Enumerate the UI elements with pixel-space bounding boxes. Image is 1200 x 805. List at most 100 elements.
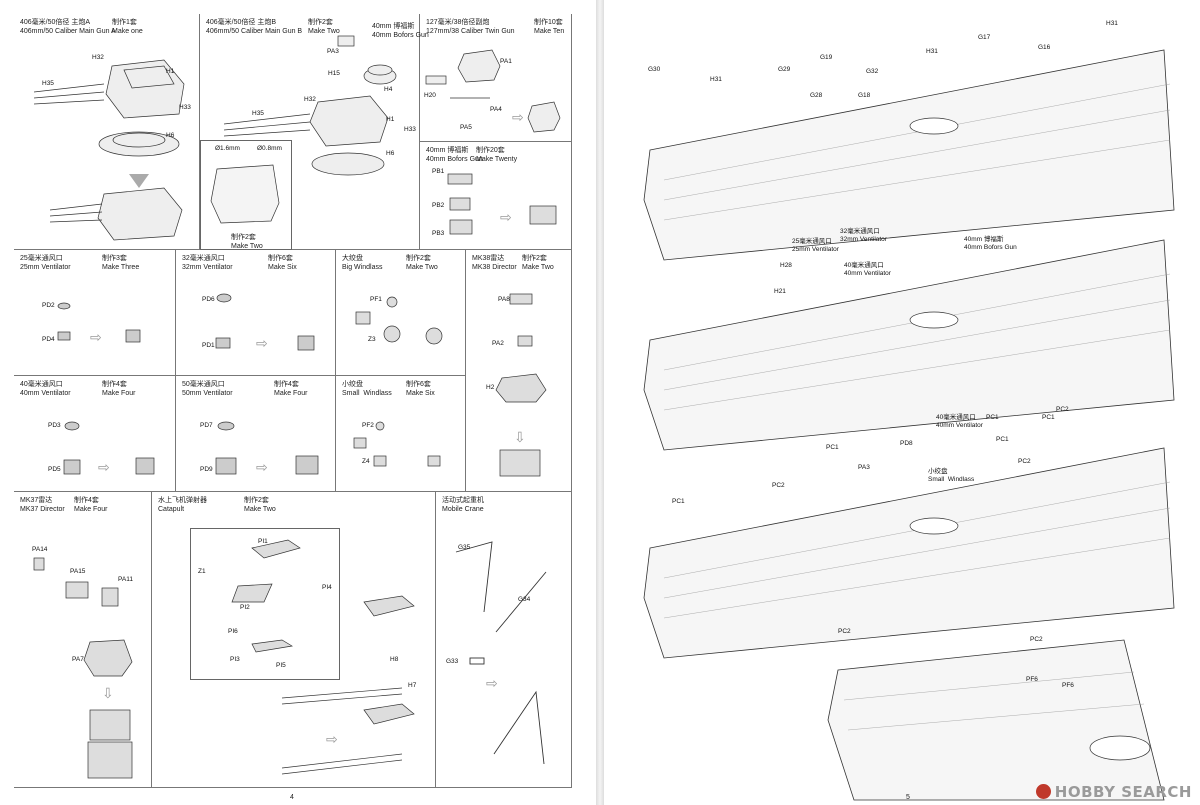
vent-drawing: ⇨ bbox=[57, 302, 141, 345]
part-label: H33 bbox=[404, 126, 416, 133]
panel-title: 50毫米通风口 50mm Ventilator bbox=[182, 381, 233, 397]
part-label: H32 bbox=[92, 54, 104, 61]
part-label: H20 bbox=[424, 92, 436, 99]
panel-twin-gun: 127毫米/38倍径副炮 127mm/38 Caliber Twin Gun 制… bbox=[420, 14, 572, 142]
part-label: G33 bbox=[446, 658, 459, 665]
callout-label: PC1 bbox=[996, 436, 1009, 443]
part-label: PA5 bbox=[460, 124, 472, 131]
callout-label: H31 bbox=[926, 48, 938, 55]
panel-title: 32毫米通风口 32mm Ventilator bbox=[182, 255, 233, 271]
part-label: H32 bbox=[304, 96, 316, 103]
panel-make-count: 制作4套 Make Four bbox=[74, 497, 108, 513]
instruction-page-right: G30 H31 G29 G19 G28 G18 G32 H31 G17 G16 … bbox=[604, 0, 1200, 805]
part-label: PA1 bbox=[500, 58, 512, 65]
svg-text:⇩: ⇩ bbox=[514, 429, 526, 445]
drill-size-label: Ø1.6mm bbox=[215, 145, 240, 152]
mk37-drawing: ⇩ bbox=[33, 557, 133, 779]
watermark-logo-icon bbox=[1035, 784, 1051, 799]
panel-vent-25mm: 25毫米通风口 25mm Ventilator 制作3套 Make Three … bbox=[14, 250, 176, 376]
part-label: PB2 bbox=[432, 202, 445, 209]
panel-small-windlass: 小绞盘 Small Windlass 制作6套 Make Six PF2 Z4 bbox=[336, 376, 466, 492]
callout-label: PC1 bbox=[826, 444, 839, 451]
panel-mk37: MK37雷达 MK37 Director 制作4套 Make Four ⇩ PA… bbox=[14, 492, 152, 788]
part-label: PA7 bbox=[72, 656, 84, 663]
part-label: PD4 bbox=[42, 336, 55, 343]
part-label: G34 bbox=[518, 596, 531, 603]
watermark-text: HOBBY SEARCH bbox=[1054, 783, 1192, 801]
part-label: PA8 bbox=[498, 296, 510, 303]
callout-label: H31 bbox=[710, 76, 722, 83]
callout-label: PA3 bbox=[858, 464, 870, 471]
panel-make-count: 制作6套 Make Six bbox=[268, 255, 297, 271]
panel-main-gun-a: 406毫米/50倍径 主炮A 406mm/50 Caliber Main Gun… bbox=[14, 14, 200, 250]
part-label: PA14 bbox=[32, 546, 48, 553]
part-label: PF1 bbox=[370, 296, 382, 303]
part-label: PD5 bbox=[48, 466, 61, 473]
svg-text:⇨: ⇨ bbox=[512, 109, 524, 125]
panel-vent-40mm: 40毫米通风口 40mm Ventilator 制作4套 Make Four ⇨… bbox=[14, 376, 176, 492]
page-number: 4 bbox=[290, 794, 294, 801]
part-label: PI2 bbox=[240, 604, 250, 611]
callout-label: 40毫米通风口 40mm Ventilator bbox=[936, 414, 983, 429]
panel-make-count: 制作2套 Make Two bbox=[522, 255, 554, 271]
vent-drawing: ⇨ bbox=[215, 421, 319, 475]
panel-make-count: 制作3套 Make Three bbox=[102, 255, 140, 271]
callout-label: G29 bbox=[778, 66, 791, 73]
svg-text:⇨: ⇨ bbox=[500, 209, 512, 225]
panel-title: MK38雷达 MK38 Director bbox=[472, 255, 517, 271]
part-label: PI4 bbox=[322, 584, 332, 591]
part-label: PI5 bbox=[276, 662, 286, 669]
callout-label: PF6 bbox=[1062, 682, 1074, 689]
crane-drawing: ⇨ bbox=[455, 541, 547, 765]
panel-title: 小绞盘 Small Windlass bbox=[342, 381, 392, 397]
part-label: PD7 bbox=[200, 422, 213, 429]
panel-title: 406毫米/50倍径 主炮A 406mm/50 Caliber Main Gun… bbox=[20, 19, 116, 35]
svg-text:⇨: ⇨ bbox=[98, 459, 110, 475]
callout-label: 小绞盘 Small Windlass bbox=[928, 468, 975, 483]
callout-label: G30 bbox=[648, 66, 661, 73]
panel-mk38: MK38雷达 MK38 Director 制作2套 Make Two ⇩ PA8… bbox=[466, 250, 572, 492]
twin-gun-drawing: ⇨ bbox=[425, 49, 561, 133]
callout-label: PD8 bbox=[900, 440, 913, 447]
panel-make-count: 制作2套 Make Two bbox=[244, 497, 276, 513]
drill-inset: Ø1.6mm Ø0.8mm 制作2套 Make Two bbox=[200, 140, 292, 250]
svg-text:⇨: ⇨ bbox=[256, 335, 268, 351]
part-label: PF2 bbox=[362, 422, 374, 429]
part-label: H15 bbox=[328, 70, 340, 77]
part-label: H2 bbox=[486, 384, 495, 391]
part-label: Z4 bbox=[362, 458, 370, 465]
callout-label: PC2 bbox=[1030, 636, 1043, 643]
part-label: H8 bbox=[390, 656, 399, 663]
panel-make-count: 制作4套 Make Four bbox=[274, 381, 308, 397]
windlass-drawing bbox=[355, 296, 443, 345]
callout-label: H31 bbox=[1106, 20, 1118, 27]
panel-make-count: 制作2套 Make Two bbox=[406, 255, 438, 271]
panel-catapult: 水上飞机弹射器 Catapult 制作2套 Make Two ⇨ PI1 Z1 … bbox=[152, 492, 436, 788]
part-label: H6 bbox=[166, 132, 175, 139]
part-label: H4 bbox=[384, 86, 393, 93]
callout-label: G17 bbox=[978, 34, 991, 41]
callout-label: PF6 bbox=[1026, 676, 1038, 683]
part-label: G35 bbox=[458, 544, 471, 551]
catapult-drawing: ⇨ bbox=[231, 539, 415, 775]
callout-label: G32 bbox=[866, 68, 879, 75]
callout-label: PC1 bbox=[672, 498, 685, 505]
callout-label: PC1 bbox=[986, 414, 999, 421]
part-label: PD9 bbox=[200, 466, 213, 473]
part-label: PB3 bbox=[432, 230, 445, 237]
part-label: PA11 bbox=[118, 576, 133, 583]
part-label: PD3 bbox=[48, 422, 61, 429]
panel-make-count: 制作10套 Make Ten bbox=[534, 19, 565, 35]
callout-label: PC2 bbox=[772, 482, 785, 489]
panel-make-count: 制作6套 Make Six bbox=[406, 381, 435, 397]
panel-title: 水上飞机弹射器 Catapult bbox=[158, 497, 207, 513]
bofors-drawing: ⇨ bbox=[447, 173, 557, 235]
part-label: H33 bbox=[179, 104, 191, 111]
callout-label: G18 bbox=[858, 92, 871, 99]
svg-text:⇨: ⇨ bbox=[486, 675, 498, 691]
panel-title: 大绞盘 Big Windlass bbox=[342, 255, 383, 271]
panel-title: 40毫米通风口 40mm Ventilator bbox=[20, 381, 71, 397]
panel-vent-32mm: 32毫米通风口 32mm Ventilator 制作6套 Make Six ⇨ … bbox=[176, 250, 336, 376]
part-label: Z1 bbox=[198, 568, 206, 575]
panel-vent-50mm: 50毫米通风口 50mm Ventilator 制作4套 Make Four ⇨… bbox=[176, 376, 336, 492]
